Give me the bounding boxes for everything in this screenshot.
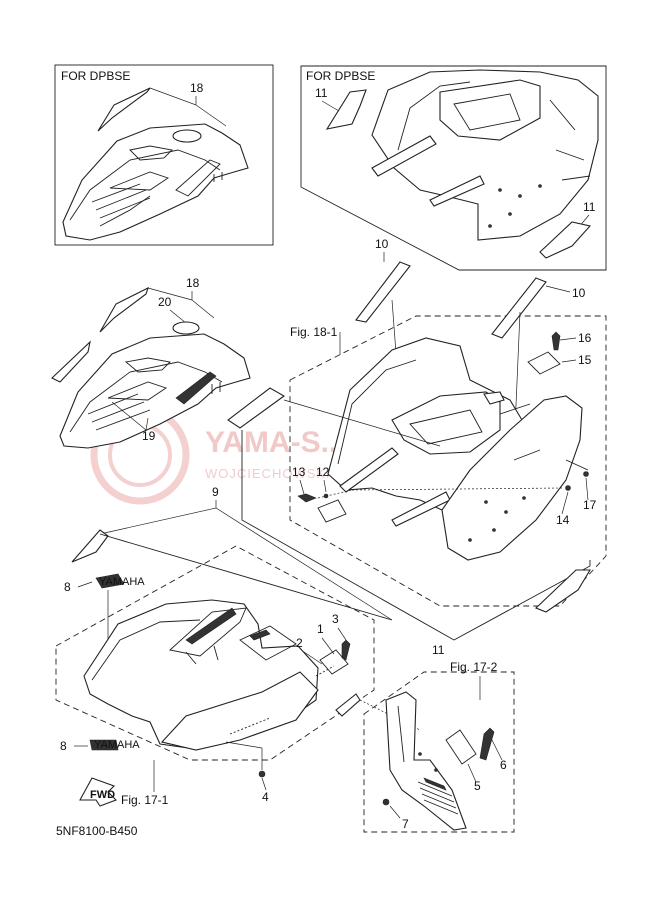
- callout-3: 3: [332, 612, 339, 626]
- inset-right-dpbse: FOR DPBSE 11 11: [300, 65, 607, 271]
- fig-17-2-mudflap: Fig. 17-2 6 5 7: [363, 660, 515, 833]
- callout-18-inset: 18: [190, 81, 204, 95]
- yamaha-decal-upper: YAMAHA: [95, 573, 145, 589]
- callout-14: 14: [556, 513, 570, 527]
- fig-18-1-label: Fig. 18-1: [290, 325, 338, 339]
- fwd-arrow-icon: FWD: [79, 777, 117, 807]
- rear-fender-decal-group: 18 20 19: [51, 276, 251, 449]
- inset-right-frame: [300, 65, 607, 271]
- callout-12: 12: [316, 465, 330, 479]
- svg-text:YAMAHA: YAMAHA: [94, 739, 140, 751]
- callout-1: 1: [317, 622, 324, 636]
- svg-text:YAMAHA: YAMAHA: [99, 576, 145, 588]
- callout-11-upper: 11: [315, 86, 328, 100]
- callout-15: 15: [578, 353, 592, 367]
- fig-17-1-front-fender: 9 8 YAMAHA 3 1 2 4: [55, 485, 421, 807]
- svg-text:FWD: FWD: [90, 789, 115, 801]
- fig-17-2-frame: [363, 671, 515, 833]
- mid-outline-group: 11: [241, 430, 591, 657]
- inset-left-header: FOR DPBSE: [61, 69, 130, 83]
- callout-10-right: 10: [572, 286, 586, 300]
- yamaha-decal-lower: YAMAHA: [89, 739, 140, 751]
- callout-20: 20: [158, 295, 172, 309]
- callout-7: 7: [402, 817, 409, 831]
- callout-4: 4: [262, 790, 269, 804]
- fig-17-1-label: Fig. 17-1: [121, 793, 169, 807]
- callout-18: 18: [186, 276, 200, 290]
- callout-13: 13: [292, 465, 306, 479]
- fig-17-2-label: Fig. 17-2: [450, 660, 498, 674]
- inset-left-frame: [54, 64, 274, 246]
- fig-17-1-frame: [55, 545, 375, 761]
- inset-left-dpbse: FOR DPBSE 18: [54, 64, 274, 246]
- inset-right-header: FOR DPBSE: [306, 69, 375, 83]
- diagram-code: 5NF8100-B450: [56, 824, 138, 838]
- callout-2: 2: [296, 636, 303, 650]
- callout-19: 19: [142, 429, 156, 443]
- callout-8-lower: 8: [60, 739, 67, 753]
- callout-9: 9: [212, 485, 219, 499]
- callout-16: 16: [578, 331, 592, 345]
- callout-5: 5: [474, 779, 481, 793]
- callout-8-upper: 8: [64, 580, 71, 594]
- callout-6: 6: [500, 758, 507, 772]
- callout-10-left: 10: [375, 237, 389, 251]
- callout-17: 17: [583, 498, 597, 512]
- fig-18-1-rear-fender: Fig. 18-1 10 10 16 15 17: [227, 237, 607, 607]
- callout-11-right: 11: [583, 200, 596, 214]
- callout-11-lower: 11: [432, 643, 445, 657]
